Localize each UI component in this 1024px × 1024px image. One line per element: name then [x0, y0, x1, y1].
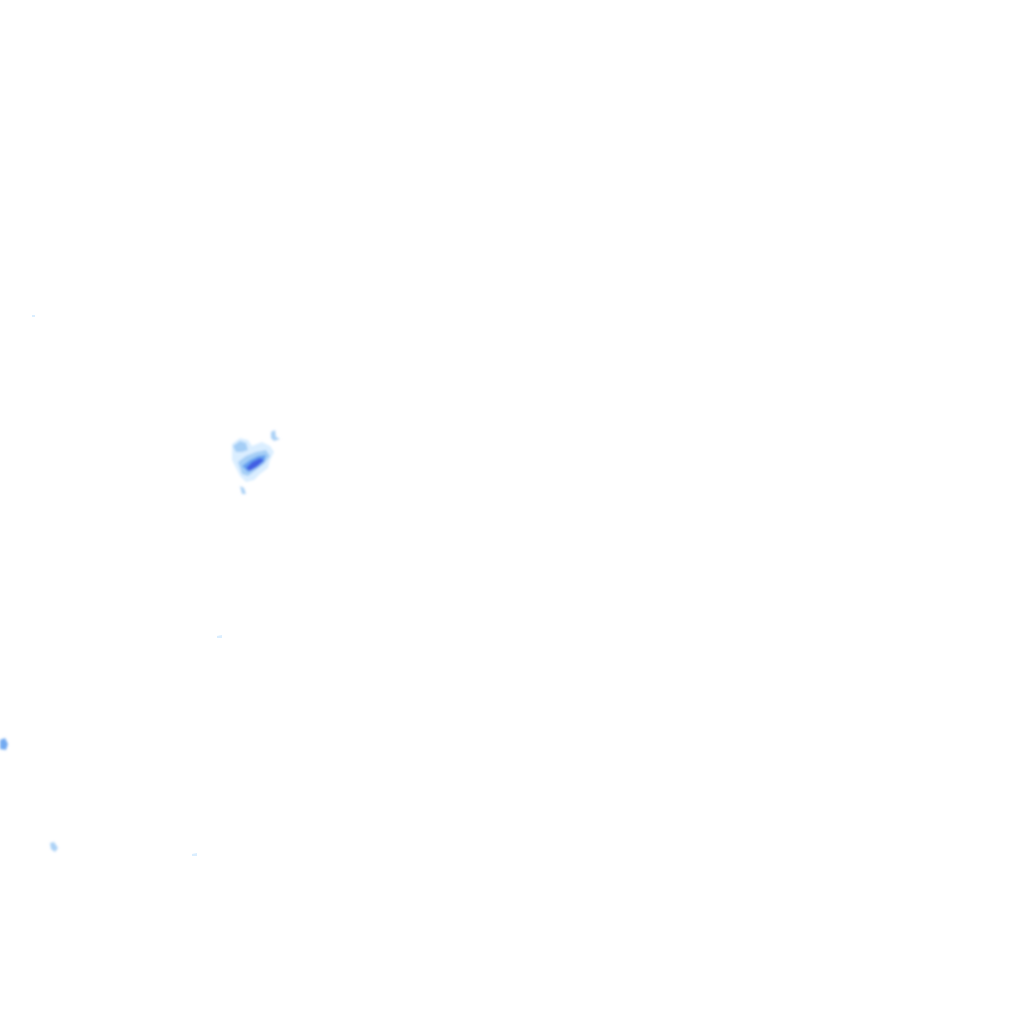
rain-cell-main-tail	[240, 486, 246, 494]
rain-cell-main-heavy	[246, 458, 264, 471]
rain-cell-main-fleck	[271, 430, 280, 441]
rain-echo-west-edge	[0, 738, 8, 750]
rain-echo-south-west	[50, 842, 58, 852]
rain-cell-main-light	[233, 441, 248, 452]
rain-cell-main	[232, 430, 280, 494]
rain-echo-speck-2	[192, 853, 197, 856]
rain-echo-speck-1	[217, 635, 222, 638]
rain-echo-speck-3	[32, 315, 35, 317]
